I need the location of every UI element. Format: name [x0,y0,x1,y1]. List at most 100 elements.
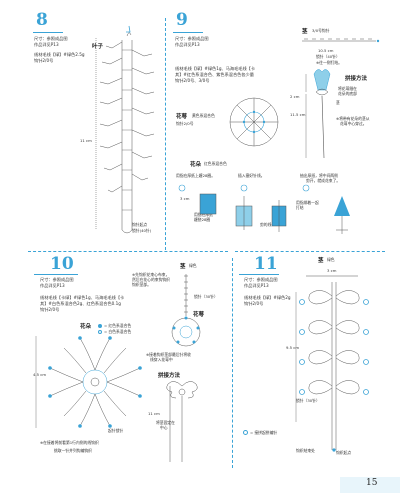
sec11-stem-diagram [295,275,369,452]
sec10-stem-note-1: ※先钩织花束心布束， [132,272,170,277]
sec8-ref: 作品详见P13 [34,42,59,47]
sec9-method-4: ※将带有花朵的茎从 [336,116,370,121]
sec9-stem-label: 茎 [302,29,308,35]
sec9-flower-center-label: 花萼 [176,114,188,120]
sec11-size-95: 9.5 cm [286,345,300,350]
column-separator-top [165,18,166,250]
sec9-method-3: 茎 [336,100,340,105]
sec10-note-1: ※在接着将前看第1行内侧的线钩织 [40,440,99,445]
sec9-step-illustrations [178,184,350,234]
legend-red-marker [98,324,102,328]
sec10-note-2: 挑取一针并列钩编钩织 [54,448,92,453]
sec10-method-note-2: 中心 [160,425,168,430]
sec9-size-2: 2 cm [290,94,300,99]
sec10-legend-1: = 红色系混合色 [104,323,132,328]
sec9-size-11: 11.5 cm [290,112,306,117]
sec10-size-11: 11 cm [148,411,160,416]
sec8-chain-label: 锁针(40针) [132,228,152,233]
leaf-crochet-diagram [95,25,155,234]
sec10-flower-diagram [35,336,142,428]
number-underline-9 [173,32,203,33]
sec9-flower-center-diagram [229,97,279,147]
sec9-step-1: 用指在厚纸上缠28圈。 [176,173,216,178]
sec9-size-3: 3 cm [180,196,190,201]
sec9-stem-size: 10.5 cm [318,48,334,53]
pattern-number-11: 11 [254,254,278,274]
sec10-mat2: 其】#白色系混合色2g、红色系混合色0.1g [40,301,121,306]
sec11-size-3: 3 cm [327,268,337,273]
sec10-stem-note-3: 钩织茎部。 [132,282,151,287]
number-underline-11 [239,274,279,275]
sec9-tie-1: 剪的线 [260,222,272,227]
row-separator-right [235,251,385,252]
sec9-flower-label: 花朵 [190,162,202,168]
number-underline-8 [33,32,63,33]
sec10-stem-label: 茎 [180,264,186,270]
sec9-size: 尺寸：参照成品图 [175,36,209,41]
page-number-band [340,477,400,493]
sec10-fc-note-2: 线穿入花萼中 [150,357,173,362]
sec8-leaf-label: 叶子 [92,44,104,50]
sec9-tie-3: 打结 [296,205,304,210]
sec9-ref: 作品详见P13 [175,42,200,47]
sec11-chain: 锁针（30针） [296,398,320,403]
sec9-method-1: 将花萼缝在 [338,86,357,91]
sec10-size: 尺寸：参照成品图 [40,277,74,282]
sec10-stem-and-center-diagram [171,274,201,347]
sec10-legend-2: = 白色系混合色 [104,329,132,334]
sec10-stem-chain: 锁针（30针） [194,294,218,299]
sec9-step-3b: 剪开，就成花束了。 [306,178,341,183]
sec11-start: 钩织起点 [336,450,352,455]
number-underline-10 [34,274,78,275]
legend-white-marker [98,330,102,334]
sec11-stem-color: 绿色 [327,257,335,262]
sec11-size: 尺寸：参照成品图 [244,277,278,282]
sec9-step-2: 插入塞好针线。 [238,173,265,178]
sec10-method-note-1: 将茎固定在 [156,420,175,425]
sec10-flower-center-label: 花萼 [193,312,205,318]
sec11-stem-label: 茎 [318,258,324,264]
sec11-legend-marker [243,430,248,435]
sec10-assembly-diagram [166,381,198,462]
row-separator-left [28,251,228,252]
sec9-stem-note: ※往一侧钉结。 [316,60,342,65]
sec10-start-chain: 起针锁针 [108,428,124,433]
sec11-mat: 线材毛线【绿】#绿色2g [244,295,291,300]
sec10-stem-note-2: 然后在花心的束钩钩织 [132,277,170,282]
sec11-end: 钩织结束处 [296,448,315,453]
sec9-flower-color: 红色系混合色 [204,161,227,166]
pattern-number-10: 10 [50,254,74,274]
sec9-wind-2: 缠绕28圈 [194,217,211,222]
page-number: 15 [366,478,378,488]
sec9-method-title: 拼接方法 [345,76,368,82]
sec9-method-5: 花萼中心穿过。 [340,121,367,126]
sec11-legend: = 接拼起拼编针 [250,430,278,435]
sec9-assembly-diagram [305,69,331,159]
column-separator-bottom [232,258,233,468]
sec8-materials: 线材毛线【绿】#绿色2.5g [34,52,85,57]
sec11-hook: 钩针2/0号 [244,301,264,306]
sec10-hook: 钩针2/0号 [40,307,60,312]
pattern-number-9: 9 [176,10,188,30]
sec9-mat1: 线材毛线【绿】#绿色1g、马海毛毛线【卡 [175,66,256,71]
sec9-tie-2: 用指绑着一起 [296,200,319,205]
sec8-start-label: 钩针起点 [132,222,148,227]
sec8-hook: 钩针2/0号 [34,58,54,63]
sec11-ref: 作品详见P13 [244,283,269,288]
sec10-method-title: 拼接方法 [158,373,181,379]
sec9-stem-diagram [302,38,380,43]
sec8-size: 尺寸：参照成品图 [34,36,68,41]
sec10-size-45: 4.5 cm [33,372,47,377]
sec9-mat2: 其】#红色系混合色、紫色系混合色各少量 [175,72,254,77]
sec9-hook: 钩针2/0号、3/0号 [175,78,210,83]
sec10-mat1: 线材毛线【卡绿】#绿色1g、马海毛毛线【卡 [40,295,125,300]
sec10-ref: 作品详见P13 [40,283,65,288]
sec8-size-label: 11 cm [80,138,92,143]
sec10-stem-color: 绿色 [189,263,197,268]
sec10-flower-label: 花朵 [80,324,92,330]
pattern-number-8: 8 [36,10,48,30]
sec9-stem-chain: 锁针（40针） [316,54,340,59]
sec9-method-2: 花朵的底部 [338,91,357,96]
sec9-flower-center-hook: 钩针2/0号 [176,121,194,126]
sec9-flower-center-color: 黄色系混合色 [192,113,215,118]
